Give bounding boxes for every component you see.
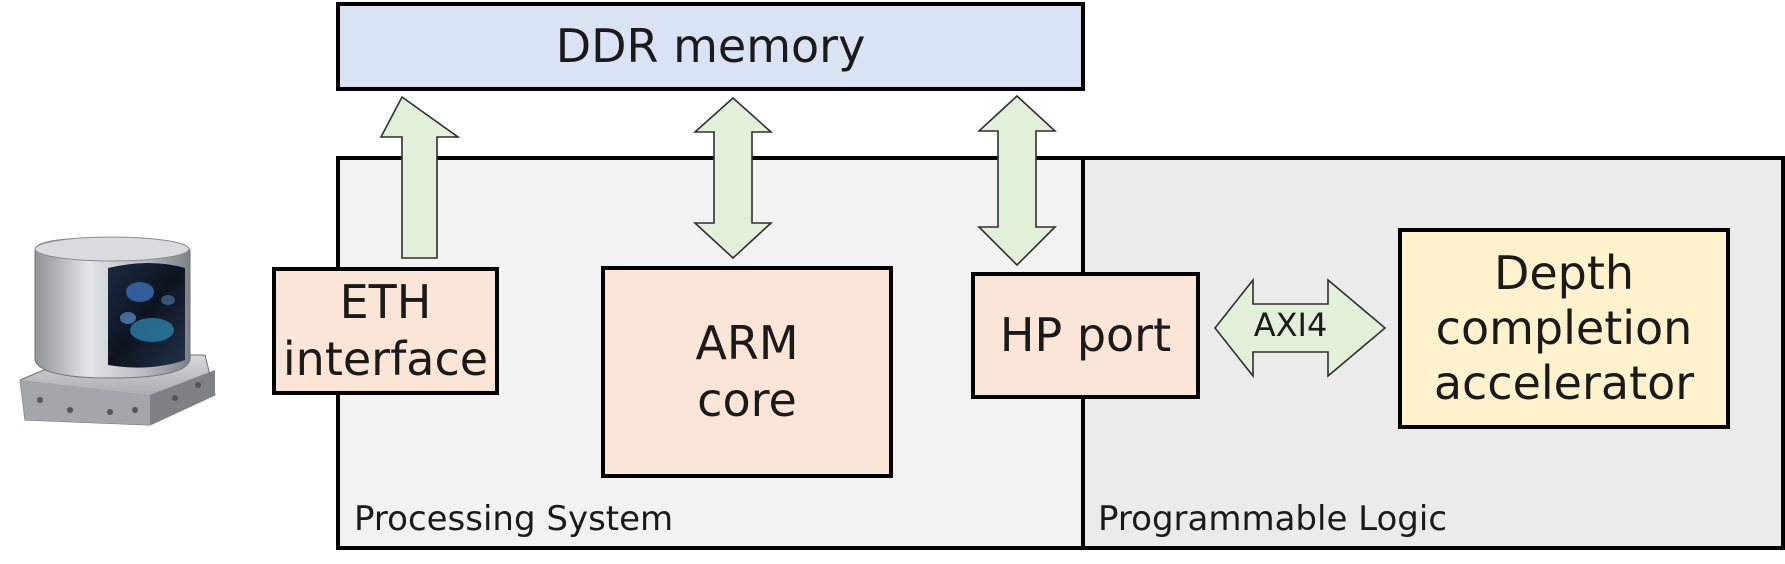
programmable-logic-label: Programmable Logic	[1098, 499, 1448, 539]
processing-system-label: Processing System	[354, 499, 674, 539]
lidar-sensor-icon	[19, 236, 216, 426]
hp-port-block: HP port	[971, 272, 1200, 399]
arm-core-label-line1: ARM	[695, 315, 799, 370]
axi4-arrow	[1213, 277, 1387, 379]
accelerator-label-line2: completion	[1435, 300, 1693, 355]
eth-to-memory-arrow	[379, 95, 461, 259]
hp-memory-arrow	[976, 94, 1058, 267]
ddr-memory-label: DDR memory	[555, 18, 866, 73]
eth-interface-block: ETH interface	[272, 267, 499, 395]
arm-core-block: ARM core	[601, 266, 893, 478]
ddr-memory-block: DDR memory	[336, 2, 1085, 91]
hp-port-label: HP port	[999, 307, 1172, 362]
axi4-label: AXI4	[1253, 306, 1328, 344]
depth-completion-accelerator-block: Depth completion accelerator	[1398, 228, 1730, 429]
eth-interface-label-line1: ETH	[339, 274, 432, 329]
arm-core-label-line2: core	[697, 373, 797, 427]
eth-interface-label-line2: interface	[282, 332, 489, 386]
accelerator-label-line1: Depth	[1493, 245, 1635, 300]
accelerator-label-line3: accelerator	[1433, 356, 1695, 411]
arm-memory-arrow	[692, 96, 774, 260]
